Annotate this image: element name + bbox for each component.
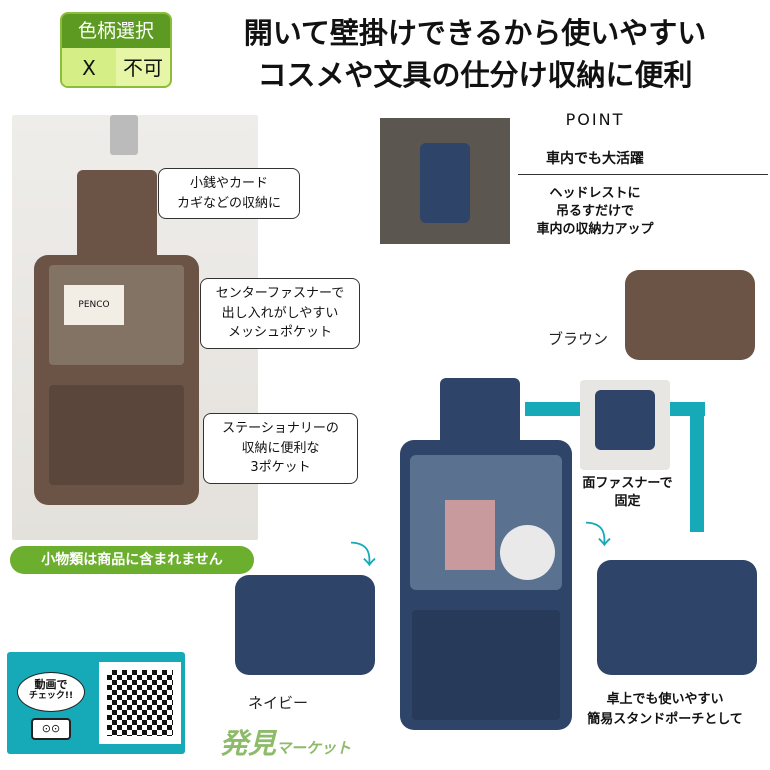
badge-mark: X [62,48,116,86]
phone-play-icon: ⊙⊙ [31,718,71,740]
velcro-note: 面ファスナーで 固定 [582,476,673,510]
point-label: POINT [565,110,625,129]
video-bubble: 動画で チェック!! [17,672,85,712]
top-pocket [77,170,157,270]
navy-label: ネイビー [248,694,309,712]
wall-hook [110,115,138,155]
logo: 発見マーケット [220,722,351,762]
open-bag: PENCO [34,255,199,505]
curved-arrow-icon: ⤵ [350,541,377,571]
velcro-photo [580,380,670,470]
callout-mesh: センターファスナーで 出し入れがしやすい メッシュポケット [200,278,360,349]
video-line1: 動画で [34,678,68,691]
callout-coin: 小銭やカード カギなどの収納に [158,168,300,219]
brown-bag-photo [625,270,755,360]
curved-arrow-icon: ⤵ [585,521,612,551]
callout-pockets: ステーショナリーの 収納に便利な 3ポケット [203,413,358,484]
headline-1: 開いて壁掛けできるから使いやすい [243,16,707,50]
badge-title: 色柄選択 [62,14,170,48]
divider [518,174,768,175]
notice-banner: 小物類は商品に含まれません [10,546,254,574]
badge-status: 不可 [123,56,163,80]
navy-bag-photo [235,575,375,675]
qr-code[interactable] [99,662,181,744]
logo-sub: マーケット [276,739,352,757]
color-selection-badge: 色柄選択 X 不可 [60,12,172,88]
stand-pouch-photo [597,560,757,675]
point-title: 車内でも大活躍 [546,151,644,167]
car-photo [380,118,510,244]
arrow-down [690,402,704,532]
video-panel: 動画で チェック!! ⊙⊙ [7,652,185,754]
headline-2: コスメや文具の仕分け収納に便利 [257,58,693,92]
brand-text: PENCO [64,285,124,325]
point-desc: ヘッドレストに 吊るすだけで 車内の収納力アップ [536,186,654,238]
navy-open-bag [400,440,572,730]
logo-main: 発見 [220,727,277,760]
brown-label: ブラウン [548,330,609,348]
stand-note: 卓上でも使いやすい 簡易スタンドポーチとして [587,692,743,727]
video-line2: チェック!! [28,691,74,702]
